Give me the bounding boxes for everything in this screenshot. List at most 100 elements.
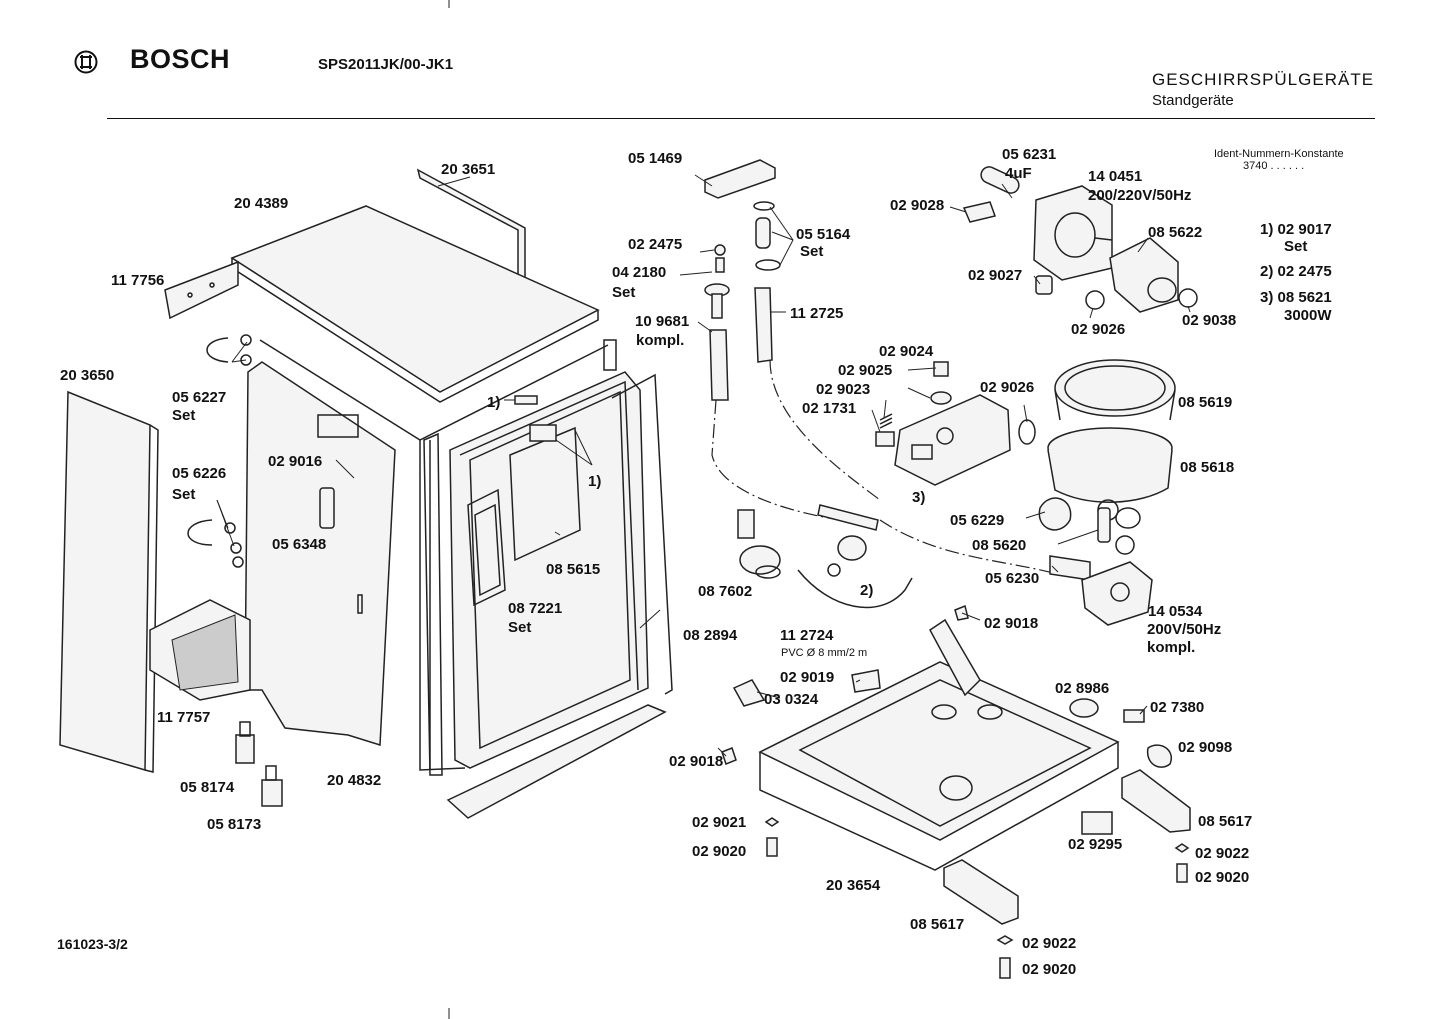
part-029025: [930, 391, 952, 405]
label-056348: 05 6348: [272, 536, 326, 553]
label-204832: 20 4832: [327, 772, 381, 789]
part-028986: [1069, 698, 1099, 718]
pump-housing-085622: [1109, 237, 1179, 313]
label-087221: 08 7221: [508, 600, 562, 617]
label-085620: 08 5620: [972, 537, 1026, 554]
corrugated-hose-112725: [754, 287, 773, 363]
header-divider: [107, 118, 1375, 119]
part-029019: [851, 669, 881, 693]
model-number: SPS2011JK/00-JK1: [318, 56, 454, 73]
label-029019: 02 9019: [780, 669, 834, 686]
heater-block-3: [894, 394, 1011, 486]
bracket-117756: [164, 260, 239, 320]
label-203651: 20 3651: [441, 161, 495, 178]
label-056227: 05 6227: [172, 389, 226, 406]
label-109681: 10 9681: [635, 313, 689, 330]
part-029295: [1081, 811, 1113, 835]
label-112725: 11 2725: [790, 305, 843, 322]
drain-pump-140534: [1081, 561, 1153, 626]
rear-panel-204832: [244, 361, 396, 747]
label-029021: 02 9021: [692, 814, 746, 831]
label-051469: 05 1469: [628, 150, 682, 167]
label-204389: 20 4389: [234, 195, 288, 212]
pressure-switch-058174: [235, 721, 255, 764]
seal-029026-b: [1018, 419, 1036, 445]
valve-087602: [737, 509, 781, 579]
label-109681-kompl: kompl.: [636, 332, 684, 349]
label-056227-set: Set: [172, 407, 195, 424]
label-085615: 08 5615: [546, 561, 600, 578]
label-085618: 08 5618: [1180, 459, 1234, 476]
label-140534-spec: 200V/50Hz: [1147, 621, 1221, 638]
label-056230: 05 6230: [985, 570, 1039, 587]
label-085622: 08 5622: [1148, 224, 1202, 241]
label-029025: 02 9025: [838, 362, 892, 379]
label-056226-set: Set: [172, 486, 195, 503]
side-panel-203650: [59, 390, 159, 773]
nut-029022-a: [1174, 843, 1190, 853]
label-021731: 02 1731: [802, 400, 856, 417]
label-note-1a: 1): [487, 394, 500, 411]
fitting-2: [827, 535, 867, 577]
note-1: 1) 02 9017: [1260, 221, 1332, 238]
filter-ring-085619: [1054, 359, 1176, 421]
label-029018-b: 02 9018: [669, 753, 723, 770]
fitting-042180: [704, 283, 730, 319]
label-055164-set: Set: [800, 243, 823, 260]
label-029022-a: 02 9022: [1195, 845, 1249, 862]
base-frame-203654: [758, 618, 1120, 871]
insulation-117757: [149, 599, 251, 701]
switch-027380: [1123, 709, 1145, 723]
part-029024: [933, 361, 949, 377]
part-029028: [962, 201, 996, 223]
seal-029026-a: [1085, 290, 1105, 310]
note-3: 3) 08 5621: [1260, 289, 1332, 306]
label-027380: 02 7380: [1150, 699, 1204, 716]
label-029028: 02 9028: [890, 197, 944, 214]
label-029024: 02 9024: [879, 343, 934, 360]
clamp-set-055164: [753, 201, 781, 271]
label-note-1b: 1): [588, 473, 601, 490]
label-029016: 02 9016: [268, 453, 322, 470]
switch-021731: [875, 431, 895, 447]
ident-title: Ident-Nummern-Konstante: [1214, 148, 1344, 160]
part-029027: [1035, 275, 1053, 295]
document-number: 161023-3/2: [57, 936, 128, 952]
label-029098: 02 9098: [1178, 739, 1232, 756]
label-087221-set: Set: [508, 619, 531, 636]
cabinet-frame: [259, 339, 673, 819]
capacitor-056231: [980, 166, 1020, 194]
hose-112724: [797, 569, 913, 609]
label-029027: 02 9027: [968, 267, 1022, 284]
worktop-204389: [230, 205, 600, 403]
label-029022-b: 02 9022: [1022, 935, 1076, 952]
screw-029020-a: [766, 837, 778, 857]
label-042180: 04 2180: [612, 264, 666, 281]
part-029098: [1146, 744, 1173, 768]
label-085619: 08 5619: [1178, 394, 1232, 411]
label-140451: 14 0451: [1088, 168, 1142, 185]
label-117757: 11 7757: [157, 709, 210, 726]
screw-029020-b: [1176, 863, 1188, 883]
label-029020-c: 02 9020: [1022, 961, 1076, 978]
pressure-switch-058173: [261, 765, 283, 807]
clip-029018-b: [721, 747, 737, 765]
note-3-watt: 3000W: [1284, 307, 1332, 324]
tube-109681: [709, 329, 729, 401]
hose-set-056227: [206, 334, 252, 366]
label-029026-b: 02 9026: [980, 379, 1034, 396]
label-042180-set: Set: [612, 284, 635, 301]
seal-085620: [1115, 535, 1135, 555]
label-note-3: 3): [912, 489, 925, 506]
label-140451-spec: 200/220V/50Hz: [1088, 187, 1191, 204]
note-2: 2) 02 2475: [1260, 263, 1332, 280]
nut-029022-b: [996, 935, 1014, 945]
label-082894: 08 2894: [683, 627, 738, 644]
foot-085617-a: [1121, 769, 1191, 833]
category-title: GESCHIRRSPÜLGERÄTE: [1152, 70, 1375, 89]
label-030324: 03 0324: [764, 691, 819, 708]
screw-029020-c: [999, 957, 1011, 979]
part-labels: 20 3651 20 4389 11 7756 20 3650 05 6227 …: [60, 146, 1332, 978]
foot-085617-b: [943, 859, 1019, 925]
